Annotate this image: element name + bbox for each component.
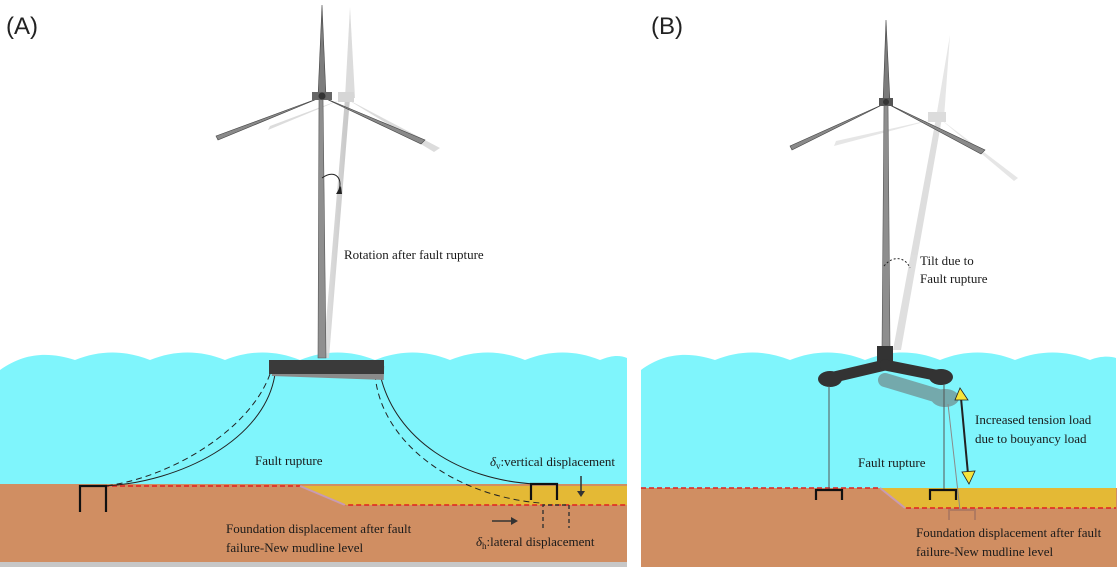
water-a [0, 352, 627, 486]
mooring-right-solid-a [379, 373, 536, 485]
lateral-displacement-label: δh:lateral displacement [476, 534, 595, 551]
fault-rupture-line-b [879, 487, 906, 509]
foundation-label-b-1: Foundation displacement after fault [916, 525, 1102, 540]
mooring-right-dashed-a [374, 373, 541, 504]
tether-ghost-b [947, 403, 961, 511]
anchor-right-b [928, 488, 958, 500]
panel-b-letter: (B) [651, 13, 683, 40]
foundation-label-b-2: failure-New mudline level [916, 544, 1054, 559]
mooring-left-solid-a [104, 373, 276, 487]
rotated-turbine-ghost-a [268, 7, 440, 358]
fault-label-a: Fault rupture [255, 453, 323, 468]
anchor-right-displaced-a [542, 504, 570, 528]
seabed-a-bottom [0, 562, 627, 567]
rotation-arrow-icon [321, 173, 341, 193]
panel-a-letter: (A) [6, 13, 38, 40]
anchor-right-displaced-b [948, 509, 976, 520]
tilt-label-1: Tilt due to [920, 253, 974, 268]
mooring-left-dashed-a [104, 373, 271, 487]
water-b [641, 352, 1116, 490]
mudline-fault-b [641, 487, 1116, 509]
turbine-a [215, 4, 426, 359]
tension-arrow-icon [954, 387, 976, 485]
tilt-label-2: Fault rupture [920, 271, 988, 286]
fault-label-b: Fault rupture [858, 455, 926, 470]
tilt-arc-icon [883, 258, 911, 269]
tension-label-1: Increased tension load [975, 412, 1092, 427]
tilted-turbine-ghost-b [834, 35, 1018, 350]
tilted-platform-ghost-b [878, 373, 959, 407]
rotation-label: Rotation after fault rupture [344, 247, 484, 262]
foundation-label-a-1: Foundation displacement after fault [226, 521, 412, 536]
anchor-left-a [78, 484, 108, 512]
tension-label-2: due to bouyancy load [975, 431, 1087, 446]
panel-divider [627, 0, 641, 569]
panel-a: (A) Rotation after fault rupture Fault r… [0, 4, 627, 567]
anchor-left-b [814, 488, 844, 500]
vertical-displacement-label: δv:vertical displacement [490, 454, 615, 471]
floating-platform-a [269, 360, 384, 374]
displaced-layer-b [880, 488, 1116, 508]
anchor-right-a [529, 482, 559, 500]
fault-rupture-line-a [299, 485, 346, 506]
panel-b: (B) Tilt due to Fault rupture Increased … [641, 13, 1117, 567]
floating-platform-b [818, 346, 953, 387]
displaced-layer-a [300, 486, 627, 505]
foundation-label-a-2: failure-New mudline level [226, 540, 364, 555]
turbine-b [789, 19, 986, 349]
